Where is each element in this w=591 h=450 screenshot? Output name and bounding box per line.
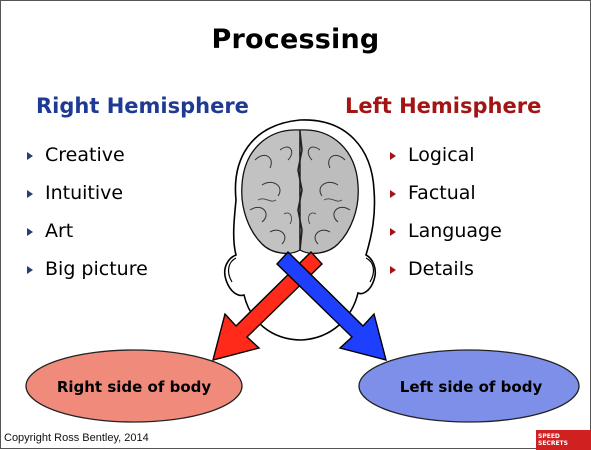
copyright-text: Copyright Ross Bentley, 2014 [4, 432, 149, 444]
speed-secrets-logo: SPEED SECRETS [536, 430, 591, 450]
left-side-of-body-label: Left side of body [362, 378, 580, 396]
brain-icon [242, 130, 359, 254]
right-side-of-body-label: Right side of body [28, 378, 240, 396]
